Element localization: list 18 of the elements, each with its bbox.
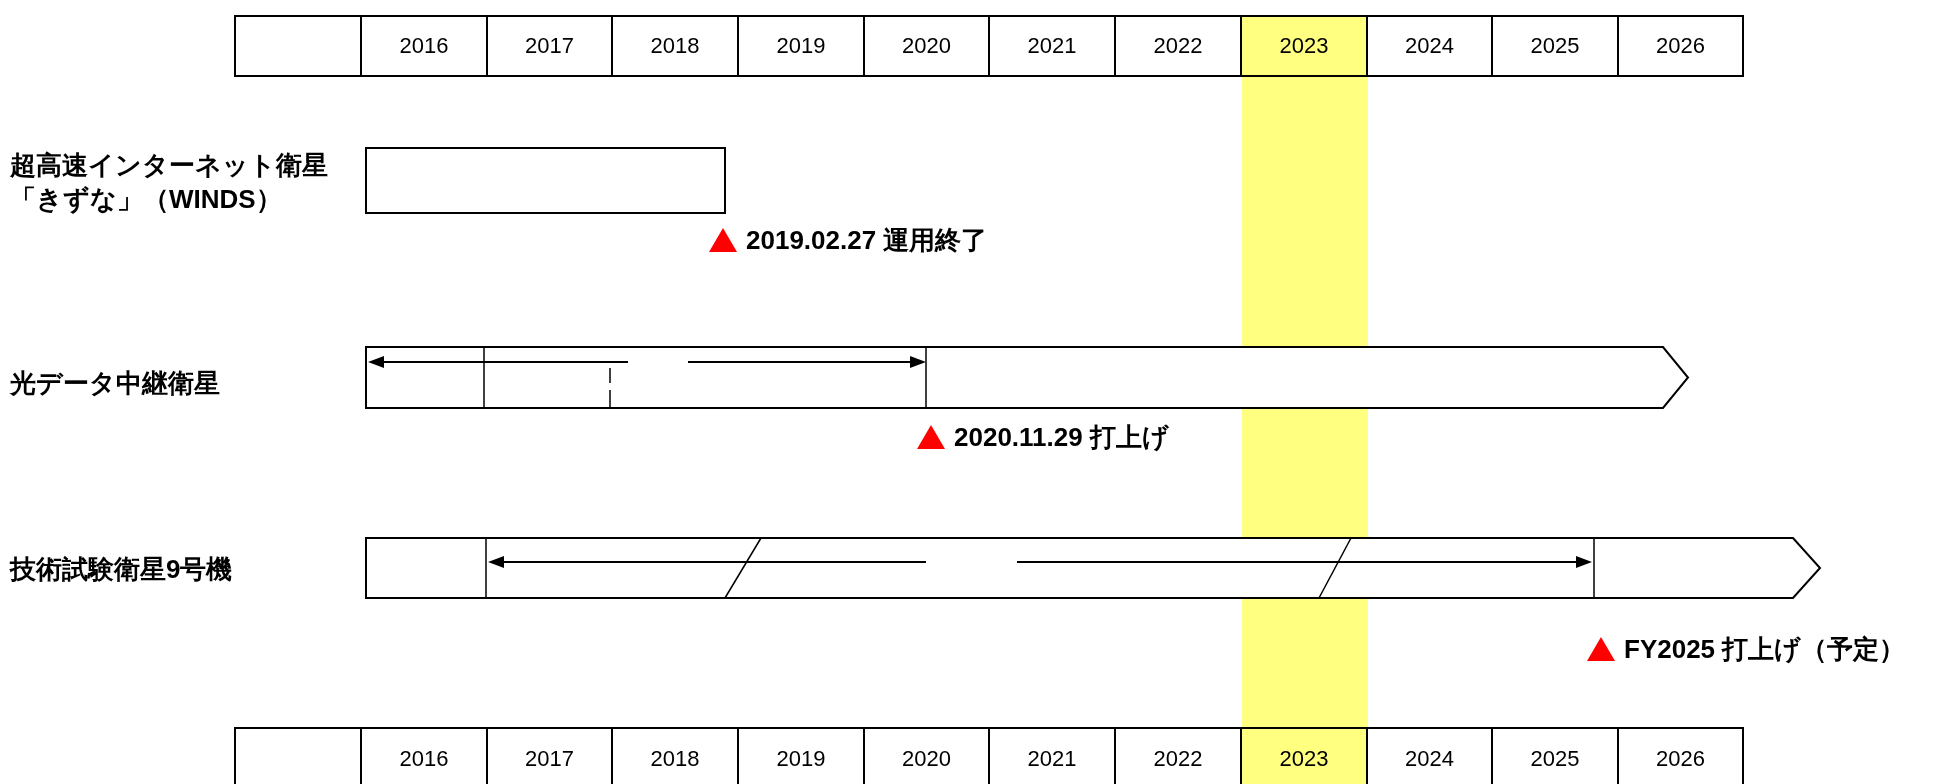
year-cell: 2022 xyxy=(1114,15,1242,77)
year-cell: 2026 xyxy=(1617,15,1744,77)
year-cell: 2018 xyxy=(611,15,739,77)
milestone-label: 2020.11.29 打上げ xyxy=(954,422,1169,452)
year-cell: 2024 xyxy=(1366,15,1493,77)
year-cell: 2020 xyxy=(863,15,990,77)
year-cell: 2016 xyxy=(360,15,488,77)
year-cell: 2023 xyxy=(1240,15,1368,77)
year-cell: 2021 xyxy=(988,15,1116,77)
milestone-label: 2019.02.27 運用終了 xyxy=(746,225,988,255)
milestone-label: FY2025 打上げ（予定） xyxy=(1624,634,1906,664)
satellite-name: 超高速インターネット衛星「きずな」（WINDS） xyxy=(10,149,329,216)
satellite-name: 光データ中継衛星 xyxy=(10,367,221,400)
year-cell: 2019 xyxy=(737,15,865,77)
year-cell: 2026 xyxy=(1617,727,1744,784)
satellite-name: 技術試験衛星9号機 xyxy=(10,553,234,586)
year-cell: 2025 xyxy=(1491,15,1619,77)
year-cell: 2017 xyxy=(486,15,613,77)
